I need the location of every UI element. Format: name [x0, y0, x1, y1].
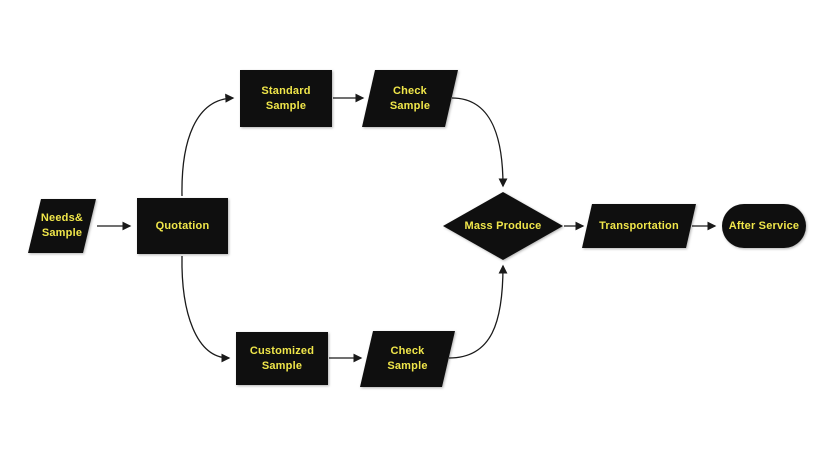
- node-mass-produce: Mass Produce: [443, 192, 563, 260]
- rectangle-shape: Customized Sample: [236, 332, 328, 385]
- node-customized-sample: Customized Sample: [236, 332, 328, 385]
- node-label: Check Sample: [387, 345, 428, 372]
- parallelogram-shape: Needs& Sample: [28, 199, 96, 253]
- connector-check-bottom-to-diamond: [448, 264, 508, 359]
- node-check-sample-standard: Check Sample: [362, 70, 458, 127]
- node-label: Quotation: [155, 219, 210, 232]
- node-transportation: Transportation: [582, 204, 696, 248]
- node-label: Needs& Sample: [40, 212, 84, 239]
- node-label: Customized Sample: [249, 344, 315, 372]
- node-label: Standard Sample: [261, 84, 311, 112]
- node-label: After Service: [728, 219, 800, 232]
- parallelogram-shape: Check Sample: [360, 331, 455, 387]
- node-check-sample-customized: Check Sample: [360, 331, 455, 387]
- rectangle-shape: Quotation: [137, 198, 228, 254]
- connector-check-top-to-diamond: [451, 97, 508, 188]
- node-label: Transportation: [599, 219, 679, 232]
- parallelogram-shape: Check Sample: [362, 70, 458, 127]
- diamond-shape: Mass Produce: [443, 192, 563, 260]
- node-standard-sample: Standard Sample: [240, 70, 332, 127]
- parallelogram-shape: Transportation: [582, 204, 696, 248]
- node-quotation: Quotation: [137, 198, 228, 254]
- node-after-service: After Service: [722, 204, 806, 248]
- node-label: Mass Produce: [464, 219, 542, 232]
- node-label: Check Sample: [389, 84, 431, 112]
- connector-quotation-to-standard: [181, 93, 235, 197]
- terminator-shape: After Service: [722, 204, 806, 248]
- node-needs-sample: Needs& Sample: [28, 199, 96, 253]
- connector-quotation-to-customized: [181, 255, 231, 363]
- rectangle-shape: Standard Sample: [240, 70, 332, 127]
